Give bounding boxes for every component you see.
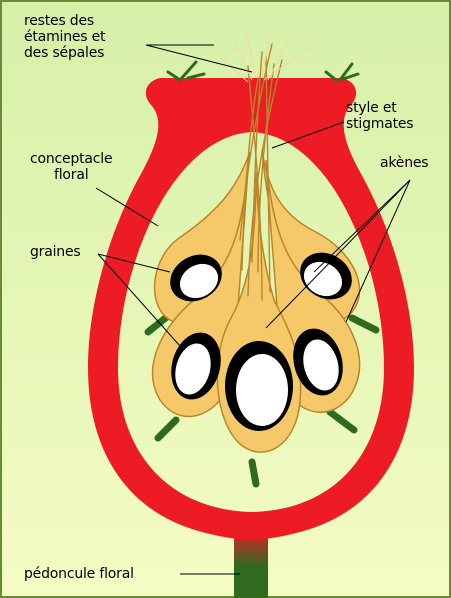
label-receptacle-line-1: conceptacle (30, 151, 112, 167)
label-achenes: akènes (380, 155, 428, 171)
label-remains-line-2: étamines et (24, 29, 105, 45)
label-remains-line-1: restes des (24, 13, 105, 29)
label-receptacle-line-2: floral (30, 167, 112, 183)
seed-center (225, 341, 293, 431)
label-style-line-2: stigmates (346, 116, 413, 132)
label-receptacle: conceptacle floral (30, 151, 112, 183)
label-seeds: graines (30, 244, 81, 260)
label-style: style et stigmates (346, 100, 413, 132)
label-style-line-1: style et (346, 100, 413, 116)
label-remains: restes des étamines et des sépales (24, 13, 105, 61)
label-peduncle: pédoncule floral (24, 566, 134, 582)
label-remains-line-3: des sépales (24, 45, 105, 61)
